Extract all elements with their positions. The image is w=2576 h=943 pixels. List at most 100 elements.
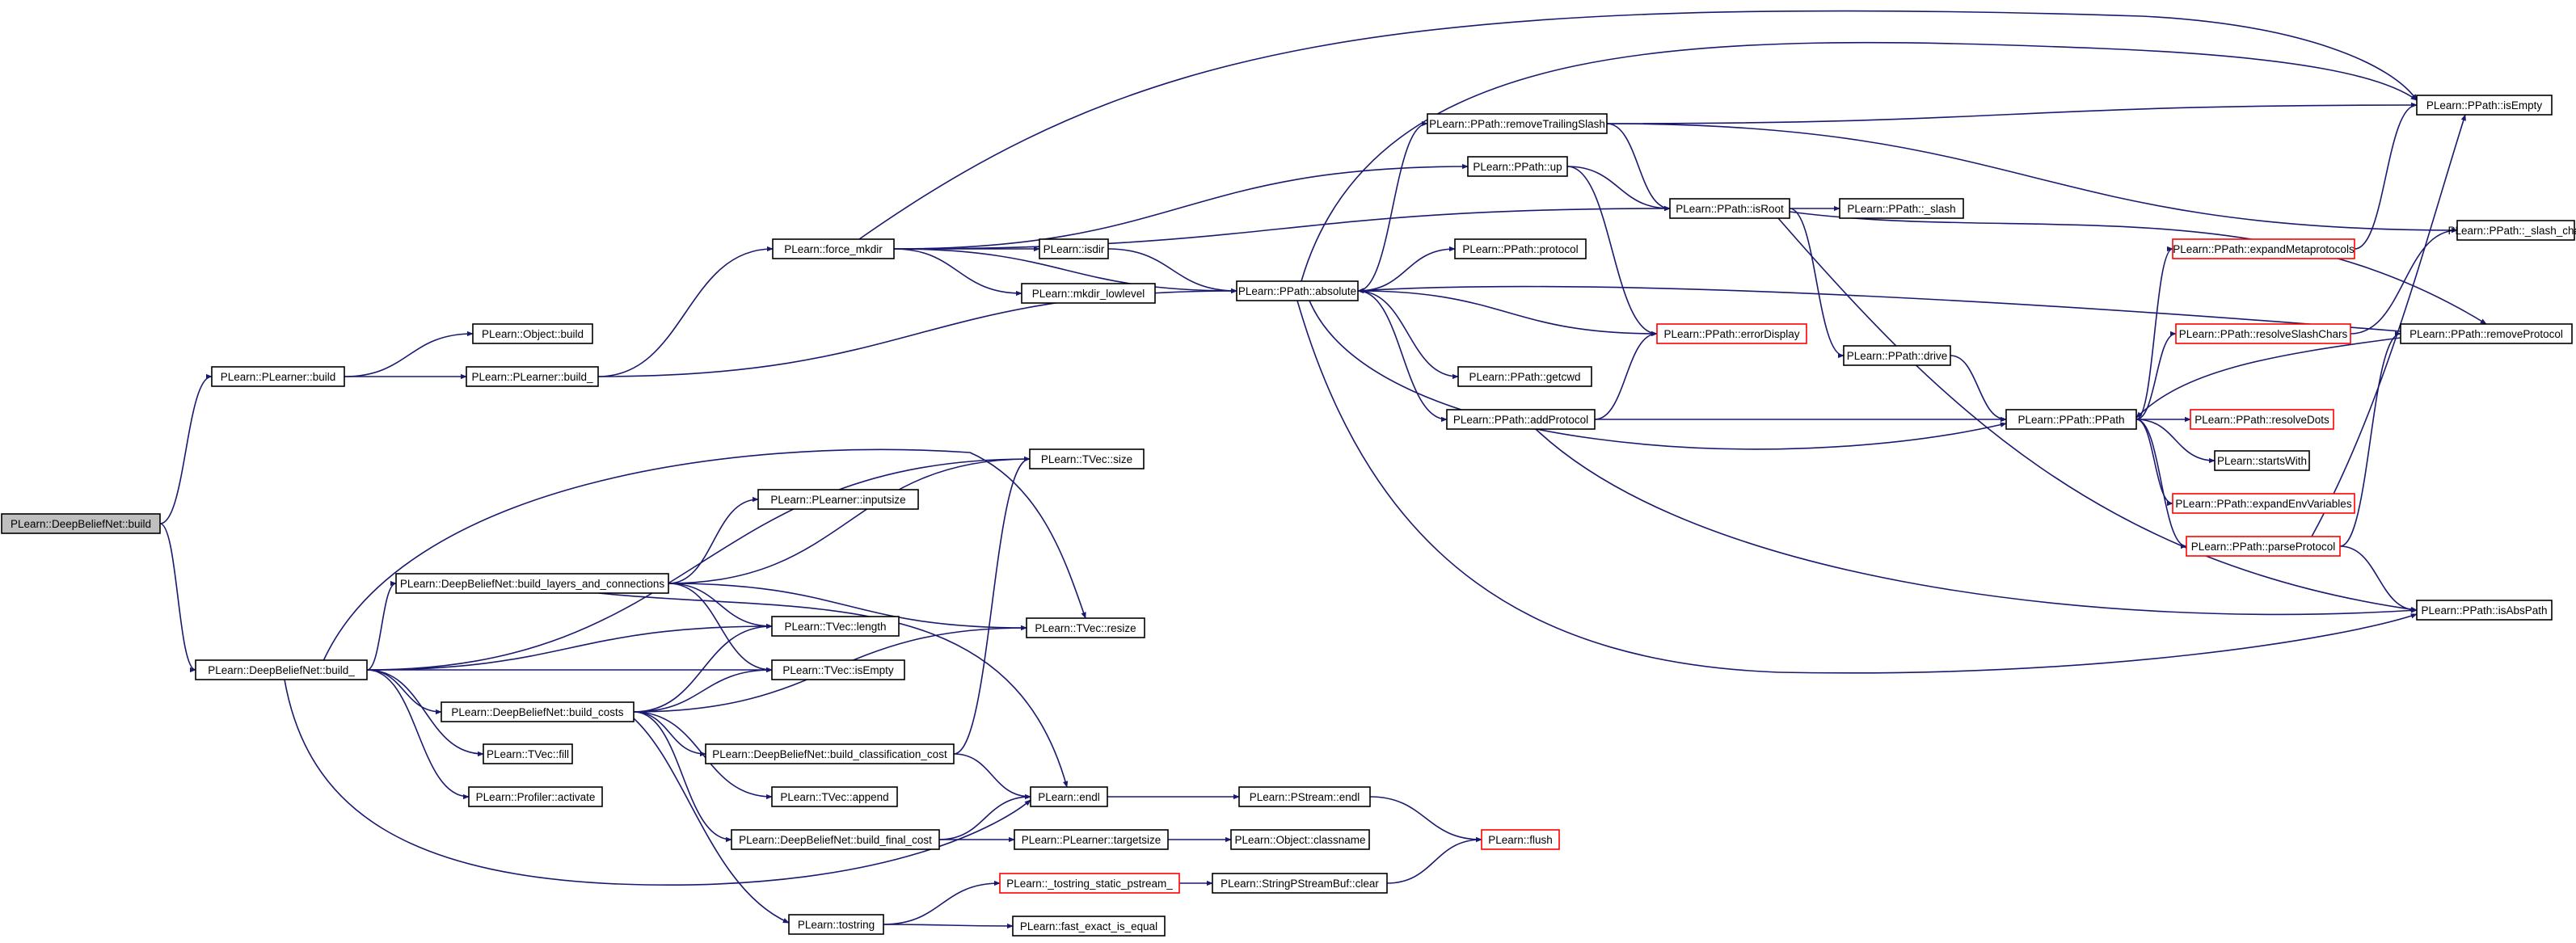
node-label: PLearn::PPath::getcwd (1469, 371, 1580, 383)
node-plearn-fast-exact-is-equal[interactable]: PLearn::fast_exact_is_equal (1012, 916, 1166, 937)
edge-n2-to-n4 (344, 330, 474, 377)
node-plearn-ppath-drive[interactable]: PLearn::PPath::drive (1843, 345, 1951, 366)
node-box (2190, 409, 2334, 430)
edge-n43-to-n41 (938, 794, 1031, 840)
edge-n8-to-n7 (1107, 248, 1237, 294)
edge-n11-to-n15 (1566, 166, 1658, 337)
edge-n7-to-n20 (1301, 41, 2418, 282)
node-label: PLearn::Object::build (482, 328, 584, 340)
node-box (1014, 829, 1169, 850)
node-label: PLearn::startsWith (2217, 455, 2307, 467)
node-label: PLearn::PPath::_slash_char (2447, 225, 2576, 237)
node-plearn-ppath-resolvedots[interactable]: PLearn::PPath::resolveDots (2190, 409, 2334, 430)
node-plearn-tostring[interactable]: PLearn::tostring (788, 914, 884, 935)
node-plearn-deepbeliefnet-build-costs[interactable]: PLearn::DeepBeliefNet::build_costs (441, 701, 635, 722)
node-plearn-stringpstreambuf-clear[interactable]: PLearn::StringPStreamBuf::clear (1212, 873, 1388, 894)
node-plearn-ppath-up[interactable]: PLearn::PPath::up (1467, 156, 1568, 177)
node-plearn-ppath-getcwd[interactable]: PLearn::PPath::getcwd (1457, 366, 1592, 387)
edge-n3-to-n41 (284, 679, 1031, 886)
node-plearn-tvec-resize[interactable]: PLearn::TVec::resize (1026, 617, 1145, 638)
node-plearn-isdir[interactable]: PLearn::isdir (1039, 238, 1109, 259)
node-plearn-plearner-build[interactable]: PLearn::PLearner::build_ (466, 366, 599, 387)
node-plearn-tvec-isempty[interactable]: PLearn::TVec::isEmpty (771, 659, 905, 680)
edge-n7-to-n17 (1357, 290, 1448, 423)
node-plearn-deepbeliefnet-build-final-cost[interactable]: PLearn::DeepBeliefNet::build_final_cost (731, 829, 940, 850)
node-box (2416, 95, 2553, 116)
node-label: PLearn::PLearner::build (221, 371, 336, 383)
node-plearn-plearner-targetsize[interactable]: PLearn::PLearner::targetsize (1014, 829, 1169, 850)
node-label: PLearn::TVec::isEmpty (782, 664, 894, 676)
edge-n6-to-n7 (893, 248, 1237, 294)
node-plearn-tvec-append[interactable]: PLearn::TVec::append (771, 786, 898, 807)
node-plearn-ppath-expandenvvariables[interactable]: PLearn::PPath::expandEnvVariables (2172, 493, 2355, 514)
node-plearn-deepbeliefnet-build-layers-and-connections[interactable]: PLearn::DeepBeliefNet::build_layers_and_… (395, 573, 669, 594)
node-box (1656, 323, 1807, 344)
node-label: PLearn::TVec::resize (1035, 622, 1136, 634)
node-plearn-ppath-absolute[interactable]: PLearn::PPath::absolute (1236, 280, 1359, 301)
node-plearn-deepbeliefnet-build-classification-cost[interactable]: PLearn::DeepBeliefNet::build_classificat… (705, 743, 955, 764)
node-box (999, 873, 1180, 894)
node-plearn-plearner-build[interactable]: PLearn::PLearner::build (211, 366, 345, 387)
node-label: PLearn::PStream::endl (1250, 791, 1360, 803)
node-plearn-endl[interactable]: PLearn::endl (1030, 786, 1108, 807)
node-plearn-plearner-inputsize[interactable]: PLearn::PLearner::inputsize (757, 489, 919, 510)
node-label: PLearn::PLearner::inputsize (770, 494, 905, 506)
node-box (466, 366, 599, 387)
edge-n28-to-n29 (2339, 545, 2418, 613)
node-box (2175, 323, 2351, 344)
nodes-layer: PLearn::DeepBeliefNet::buildPLearn::PLea… (1, 95, 2576, 937)
edge-n5-to-n7 (597, 288, 1237, 377)
edge-n36-to-n43 (633, 711, 732, 843)
node-plearn-force-mkdir[interactable]: PLearn::force_mkdir (772, 238, 895, 259)
node-box (1843, 345, 1951, 366)
node-plearn-ppath-slash-char[interactable]: PLearn::PPath::_slash_char (2447, 220, 2576, 241)
edge-n7-to-n16 (1357, 290, 1459, 380)
node-plearn-ppath-isempty[interactable]: PLearn::PPath::isEmpty (2416, 95, 2553, 116)
node-plearn-ppath-protocol[interactable]: PLearn::PPath::protocol (1454, 238, 1587, 259)
node-plearn-ppath-addprotocol[interactable]: PLearn::PPath::addProtocol (1446, 409, 1596, 430)
node-box (1030, 786, 1108, 807)
edge-n6-to-n20 (858, 10, 2418, 240)
node-plearn-tostring-static-pstream[interactable]: PLearn::_tostring_static_pstream_ (999, 873, 1180, 894)
node-label: PLearn::DeepBeliefNet::build_costs (451, 706, 623, 718)
node-plearn-mkdir-lowlevel[interactable]: PLearn::mkdir_lowlevel (1021, 283, 1156, 304)
node-box (2400, 323, 2573, 344)
node-label: PLearn::PPath::isEmpty (2426, 99, 2543, 112)
node-plearn-tvec-size[interactable]: PLearn::TVec::size (1029, 448, 1145, 469)
node-plearn-tvec-fill[interactable]: PLearn::TVec::fill (483, 743, 573, 764)
node-plearn-ppath-removeprotocol[interactable]: PLearn::PPath::removeProtocol (2400, 323, 2573, 344)
node-plearn-ppath-isabspath[interactable]: PLearn::PPath::isAbsPath (2416, 600, 2553, 621)
edge-n7-to-n10 (1357, 120, 1428, 292)
node-plearn-ppath-ppath[interactable]: PLearn::PPath::PPath (2005, 409, 2137, 430)
node-plearn-ppath-isroot[interactable]: PLearn::PPath::isRoot (1669, 198, 1790, 219)
node-box (1839, 198, 1964, 219)
edge-n32-to-n31 (668, 496, 759, 584)
node-plearn-ppath-removetrailingslash[interactable]: PLearn::PPath::removeTrailingSlash (1427, 113, 1608, 134)
node-box (1481, 829, 1560, 850)
node-plearn-object-classname[interactable]: PLearn::Object::classname (1230, 829, 1370, 850)
node-plearn-ppath-parseprotocol[interactable]: PLearn::PPath::parseProtocol (2186, 536, 2341, 557)
node-plearn-ppath-slash[interactable]: PLearn::PPath::_slash (1839, 198, 1964, 219)
node-plearn-deepbeliefnet-build[interactable]: PLearn::DeepBeliefNet::build_ (195, 659, 368, 680)
edge-n3-to-n39 (366, 669, 470, 800)
edge-n32-to-n33 (668, 583, 1027, 631)
node-label: PLearn::PPath::drive (1847, 350, 1948, 362)
edge-n24-to-n19 (2135, 337, 2401, 419)
edge-n19-to-n28 (2135, 419, 2187, 549)
edge-n10-to-n21 (1606, 123, 2458, 234)
node-plearn-ppath-resolveslashchars[interactable]: PLearn::PPath::resolveSlashChars (2175, 323, 2351, 344)
node-plearn-ppath-errordisplay[interactable]: PLearn::PPath::errorDisplay (1656, 323, 1807, 344)
node-plearn-deepbeliefnet-build[interactable]: PLearn::DeepBeliefNet::build (1, 513, 161, 534)
node-label: PLearn::Object::classname (1234, 834, 1365, 846)
node-label: PLearn::isdir (1043, 243, 1105, 255)
node-plearn-startswith[interactable]: PLearn::startsWith (2214, 450, 2310, 471)
node-box (472, 323, 593, 344)
node-plearn-profiler-activate[interactable]: PLearn::Profiler::activate (468, 786, 603, 807)
node-plearn-ppath-expandmetaprotocols[interactable]: PLearn::PPath::expandMetaprotocols (2172, 238, 2355, 259)
node-plearn-object-build[interactable]: PLearn::Object::build (472, 323, 593, 344)
node-label: PLearn::StringPStreamBuf::clear (1221, 878, 1379, 890)
node-plearn-pstream-endl[interactable]: PLearn::PStream::endl (1238, 786, 1371, 807)
node-plearn-flush[interactable]: PLearn::flush (1481, 829, 1560, 850)
node-plearn-tvec-length[interactable]: PLearn::TVec::length (771, 616, 900, 637)
